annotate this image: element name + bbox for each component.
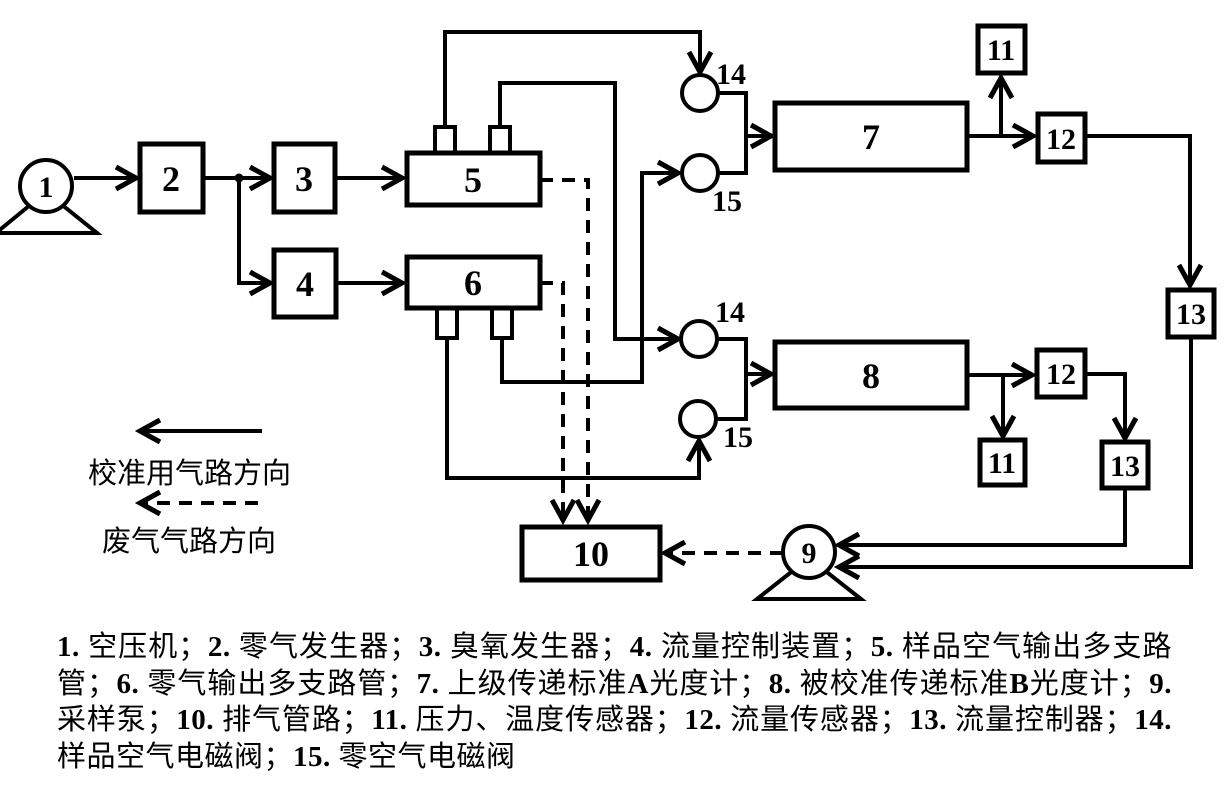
box4-label: 4 [296,264,314,304]
box-7 [772,100,970,173]
box10-label: 10 [573,534,609,574]
valve14-bot-label: 14 [715,296,745,329]
flow-diagram: 1 2 3 4 5 6 7 8 9 10 11 12 13 11 12 13 1… [0,23,1217,601]
valve-14-bot-symbol [679,319,719,359]
box11-top-label: 11 [987,34,1015,67]
pump1-label: 1 [39,171,54,204]
box13-bot-label: 13 [1110,450,1140,483]
box6-label: 6 [464,263,482,303]
line-valve14-top-to-box7 [718,91,777,150]
box-10 [519,524,663,583]
box-11-bot [977,437,1028,488]
box-12-top [1035,111,1088,165]
caption-line-4: 样品空气电磁阀；15. 零空气电磁阀 [57,740,516,773]
figure-caption: 1. 空压机；2. 零气发生器；3. 臭氧发生器；4. 流量控制装置；5. 样品… [57,629,1172,775]
caption-line-2: 管；6. 零气输出多支路管；7. 上级传递标准A光度计；8. 被校准传递标准B光… [57,667,1172,700]
line-valve15-top-merge [718,134,748,175]
legend-dashed-label: 废气气路方向 [102,525,276,558]
box-13-bot [1099,439,1151,491]
line-box12-top-to-box13-right [1085,134,1204,291]
box-12-bot [1034,347,1088,400]
line-box13-right-to-pump9 [833,337,1193,581]
junction-dot [234,173,244,183]
caption-line-1: 1. 空压机；2. 零气发生器；3. 臭氧发生器；4. 流量控制装置；5. 样品… [57,631,1172,663]
box5-label: 5 [464,160,482,200]
box13-right-label: 13 [1176,298,1206,331]
valve-14-top-symbol [680,73,720,113]
box-2 [137,141,206,215]
box-8 [772,339,970,411]
line-valve15-bot-merge [716,376,748,421]
box3-label: 3 [295,159,313,199]
box2-label: 2 [162,159,180,199]
pump9-label: 9 [802,537,817,570]
line-box5-port2-to-valve14-bot [498,81,684,353]
box-4 [271,247,339,320]
valve15-bot-label: 15 [723,421,753,454]
valve-15-bot-symbol [678,399,718,439]
legend: 校准用气路方向 废气气路方向 [88,417,291,558]
box-11-top [975,23,1028,76]
pump9-symbol [781,524,837,580]
box7-label: 7 [862,117,880,157]
line-junction-to-box4 [237,178,276,297]
legend-solid-label: 校准用气路方向 [88,457,291,490]
pump1-symbol [18,158,74,214]
line-box5-port1-to-valve14-top [443,30,714,127]
box8-label: 8 [862,356,880,396]
line-box6-port2-to-valve15-top [500,159,684,384]
line-box6-port1-to-valve15-bot [445,338,713,480]
line-box13-bot-to-pump9 [833,488,1127,559]
valve14-top-label: 14 [716,58,746,91]
dashed-box5-to-box10 [540,178,602,526]
solid-flow-lines [74,30,1204,581]
dashed-box6-to-box10 [540,281,577,526]
node-labels: 1 2 3 4 5 6 7 8 9 10 11 12 13 11 12 13 1… [39,34,1207,574]
valve-15-top-symbol [680,153,720,193]
dashed-flow-lines [540,178,783,567]
box12-bot-label: 12 [1046,358,1076,391]
caption-line-3: 采样泵；10. 排气管路；11. 压力、温度传感器；12. 流量传感器；13. … [57,704,1172,737]
valve15-top-label: 15 [712,185,742,218]
box6-port-right [490,305,514,340]
box6-port-left [435,305,459,340]
box-3 [271,141,338,215]
line-valve14-bot-to-box8 [717,337,777,388]
box12-top-label: 12 [1046,123,1076,156]
diagram-shapes [0,23,1217,601]
box11-bot-label: 11 [988,447,1016,480]
box-5 [404,150,543,208]
box-6 [404,254,543,311]
line-box12-bot-to-box13-bot [1085,372,1139,444]
box-13-right [1165,287,1217,340]
